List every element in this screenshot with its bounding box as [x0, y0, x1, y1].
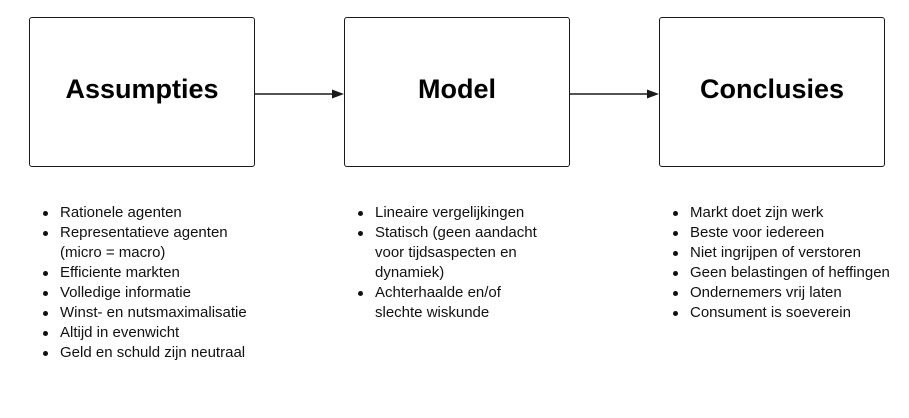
conclusies-list: Markt doet zijn werk Beste voor iedereen… — [672, 203, 892, 323]
list-item: Representatieve agenten (micro = macro) — [42, 223, 262, 263]
list-item: Geld en schuld zijn neutraal — [42, 343, 262, 363]
list-item: Niet ingrijpen of verstoren — [672, 243, 892, 263]
list-item: Beste voor iedereen — [672, 223, 892, 243]
list-item: Consument is soeverein — [672, 303, 892, 323]
arrow-model-to-conclusies — [570, 89, 659, 99]
list-item: Ondernemers vrij laten — [672, 283, 892, 303]
list-item: Lineaire vergelijkingen — [357, 203, 547, 223]
list-item: Volledige informatie — [42, 283, 262, 303]
list-item: Rationele agenten — [42, 203, 262, 223]
assumpties-title: Assumpties — [65, 73, 219, 104]
model-list: Lineaire vergelijkingen Statisch (geen a… — [357, 203, 547, 323]
list-item: Geen belastingen of heffingen — [672, 263, 892, 283]
list-item: Markt doet zijn werk — [672, 203, 892, 223]
list-item: Efficiente markten — [42, 263, 262, 283]
conclusies-title: Conclusies — [699, 73, 845, 104]
assumpties-box: Assumpties — [29, 17, 255, 167]
conclusies-box: Conclusies — [659, 17, 885, 167]
list-item: Winst- en nutsmaximalisatie — [42, 303, 262, 323]
assumpties-list: Rationele agenten Representatieve agente… — [42, 203, 262, 363]
list-item: Achterhaalde en/of slechte wiskunde — [357, 283, 547, 323]
model-box: Model — [344, 17, 570, 167]
arrow-assumpties-to-model — [255, 89, 344, 99]
list-item: Statisch (geen aandacht voor tijdsaspect… — [357, 223, 547, 283]
list-item: Altijd in evenwicht — [42, 323, 262, 343]
model-title: Model — [418, 73, 496, 104]
